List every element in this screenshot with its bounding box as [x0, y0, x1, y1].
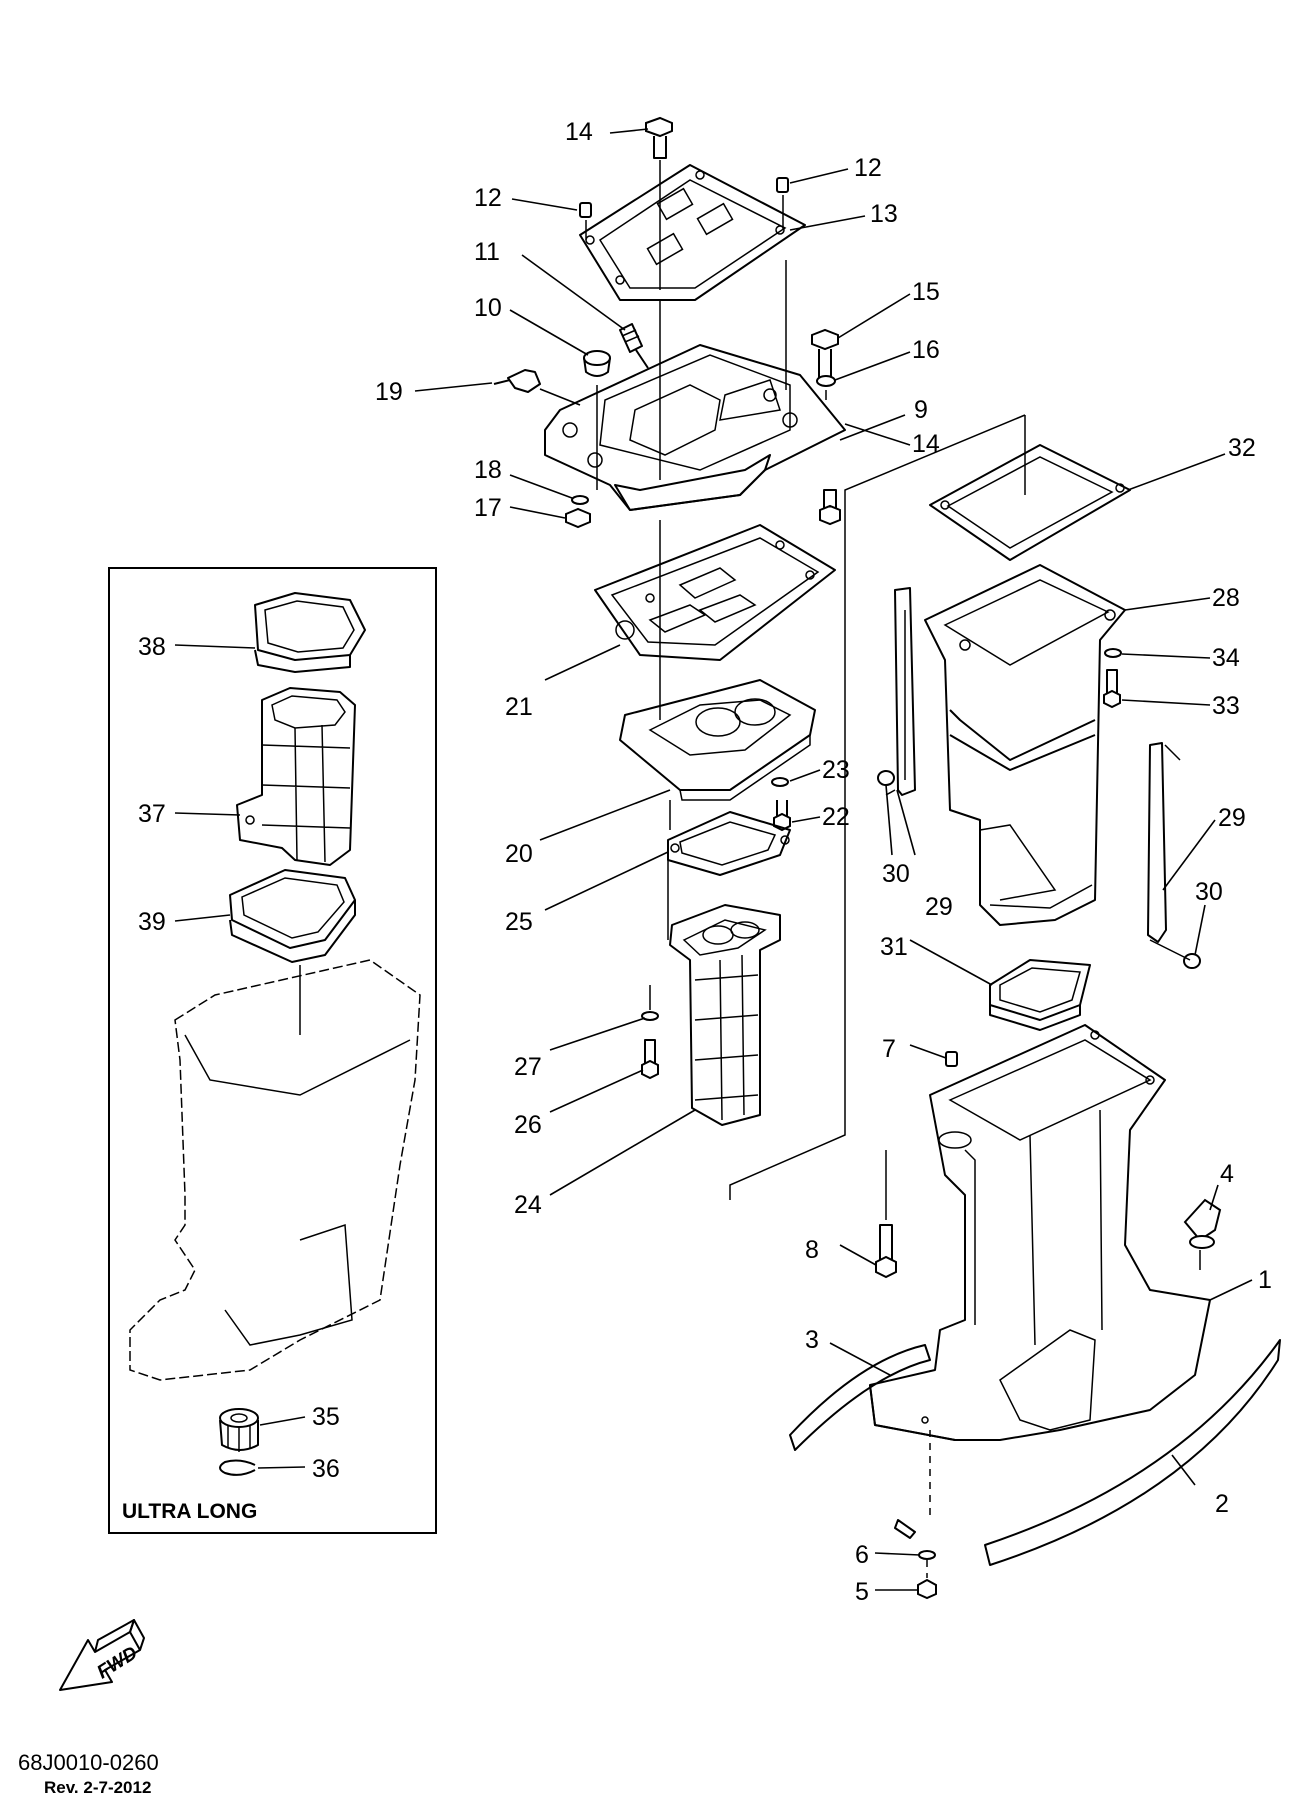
upper-casing-part-1	[869, 1024, 1211, 1441]
callout-18: 18	[474, 456, 502, 484]
callout-15: 15	[912, 278, 940, 306]
trim-strip-part-3	[789, 1344, 931, 1451]
callout-14-right: 14	[912, 430, 940, 458]
callout-22: 22	[822, 803, 850, 831]
callout-23: 23	[822, 756, 850, 784]
callout-21: 21	[505, 693, 533, 721]
anode-part-6	[894, 1519, 936, 1560]
callout-5: 5	[855, 1578, 869, 1606]
bolt-part-5	[917, 1578, 937, 1600]
callout-leaders	[414, 128, 1253, 1591]
extension-casing-silhouette	[129, 959, 421, 1381]
callout-20: 20	[505, 840, 533, 868]
spline-gear-part-35	[219, 1408, 259, 1452]
drawing-code: 68J0010-0260	[18, 1750, 159, 1775]
callout-8: 8	[805, 1236, 819, 1264]
callout-3: 3	[805, 1326, 819, 1354]
callout-12-left: 12	[474, 184, 502, 212]
dowel-pin-part-7	[945, 1051, 958, 1067]
seal-part-38	[254, 592, 366, 673]
callout-29-left: 29	[925, 893, 953, 921]
upper-gasket-part-13	[579, 164, 806, 301]
callout-33: 33	[1212, 692, 1240, 720]
callout-numbers: 14 12 12 13 11 10 15 16 19 9 14 32 18 17…	[138, 118, 1272, 1606]
revision-date: Rev. 2-7-2012	[44, 1778, 151, 1797]
oil-pan-part-28	[924, 564, 1126, 926]
washer-part-30-right	[1183, 953, 1201, 969]
fwd-arrow-icon: FWD	[59, 1619, 145, 1691]
gasket-part-32	[929, 444, 1131, 561]
grommet-part-10	[583, 350, 611, 377]
inset-label: ULTRA LONG	[122, 1500, 257, 1523]
plate-part-20	[619, 679, 816, 801]
callout-39: 39	[138, 908, 166, 936]
circlip-part-36	[219, 1459, 256, 1476]
seal-part-39	[229, 869, 356, 963]
callout-6: 6	[855, 1541, 869, 1569]
gasket-part-21	[594, 524, 836, 661]
gasket-strip-part-29-left	[894, 587, 916, 796]
callout-29-right: 29	[1218, 804, 1246, 832]
callout-10: 10	[474, 294, 502, 322]
callout-25: 25	[505, 908, 533, 936]
callout-2: 2	[1215, 1490, 1229, 1518]
callout-32: 32	[1228, 434, 1256, 462]
callout-36: 36	[312, 1455, 340, 1483]
bolt-part-14-right	[819, 489, 841, 526]
trim-strip-part-2	[984, 1339, 1281, 1566]
callout-11: 11	[474, 238, 500, 266]
callout-16: 16	[912, 336, 940, 364]
callout-24: 24	[514, 1191, 542, 1219]
callout-27: 27	[514, 1053, 542, 1081]
callout-19: 19	[375, 378, 403, 406]
callout-30-right: 30	[1195, 878, 1223, 906]
callout-35: 35	[312, 1403, 340, 1431]
nozzle-part-19	[493, 369, 541, 393]
callout-7: 7	[882, 1035, 896, 1063]
bolt-part-33	[1103, 669, 1121, 709]
ultra-long-inset: ULTRA LONG	[108, 567, 437, 1534]
callout-38: 38	[138, 633, 166, 661]
assembly-guide-dashes	[926, 1430, 931, 1578]
washer-part-27	[641, 1011, 659, 1021]
dowel-pin-part-12-left	[579, 202, 592, 218]
washer-part-30-left	[877, 770, 895, 786]
muffler-extension-part-37	[236, 687, 356, 866]
gasket-strip-part-29-right	[1147, 742, 1167, 943]
bolt-part-26	[641, 1039, 659, 1080]
callout-9: 9	[914, 396, 928, 424]
callout-1: 1	[1258, 1266, 1272, 1294]
dowel-pin-part-12-right	[776, 177, 789, 193]
nut-part-17	[565, 507, 591, 529]
exhaust-muffler-part-24	[669, 904, 781, 1126]
gasket-part-25	[667, 811, 791, 876]
callout-12-right: 12	[854, 154, 882, 182]
grommet-part-4	[1183, 1198, 1222, 1249]
callout-30-left: 30	[882, 860, 910, 888]
callout-28: 28	[1212, 584, 1240, 612]
bolt-part-14-top	[645, 116, 673, 159]
callout-17: 17	[474, 494, 502, 522]
callout-14-top: 14	[565, 118, 593, 146]
bolt-part-15	[811, 328, 839, 379]
fitting-part-11	[619, 323, 649, 369]
washer-part-34	[1104, 648, 1122, 658]
callout-26: 26	[514, 1111, 542, 1139]
callout-37: 37	[138, 800, 166, 828]
assembly-guide-lines	[585, 160, 1201, 1270]
callout-4: 4	[1220, 1160, 1234, 1188]
exhaust-guide-part-9	[544, 344, 846, 511]
bolt-part-8	[875, 1224, 897, 1279]
callout-13: 13	[870, 200, 898, 228]
seal-part-31	[989, 959, 1091, 1031]
washer-part-23	[771, 777, 789, 787]
callout-34: 34	[1212, 644, 1240, 672]
washer-part-18	[571, 495, 589, 505]
callout-31: 31	[880, 933, 908, 961]
washer-part-16	[816, 375, 836, 387]
